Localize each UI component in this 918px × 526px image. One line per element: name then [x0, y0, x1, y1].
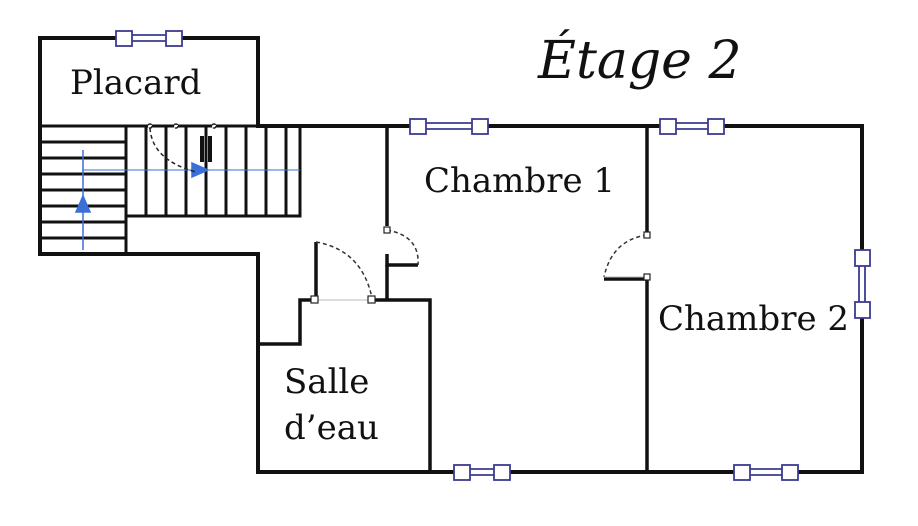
door-swings — [315, 229, 648, 299]
windows — [115, 30, 871, 481]
exterior-walls — [38, 36, 864, 474]
room-label-chambre-1: Chambre 1 — [424, 161, 615, 201]
room-label-salle-line1: Salle — [284, 362, 369, 402]
interior-walls — [258, 126, 649, 472]
room-label-placard: Placard — [70, 63, 201, 103]
stair-cut-arc — [147, 123, 217, 173]
door-leaf-lines — [316, 276, 647, 301]
floor-title: Étage 2 — [537, 29, 742, 91]
room-label-chambre-2: Chambre 2 — [658, 299, 849, 339]
door-hinges — [310, 226, 651, 304]
staircase — [38, 124, 302, 256]
room-label-salle-line2: d’eau — [284, 408, 379, 448]
